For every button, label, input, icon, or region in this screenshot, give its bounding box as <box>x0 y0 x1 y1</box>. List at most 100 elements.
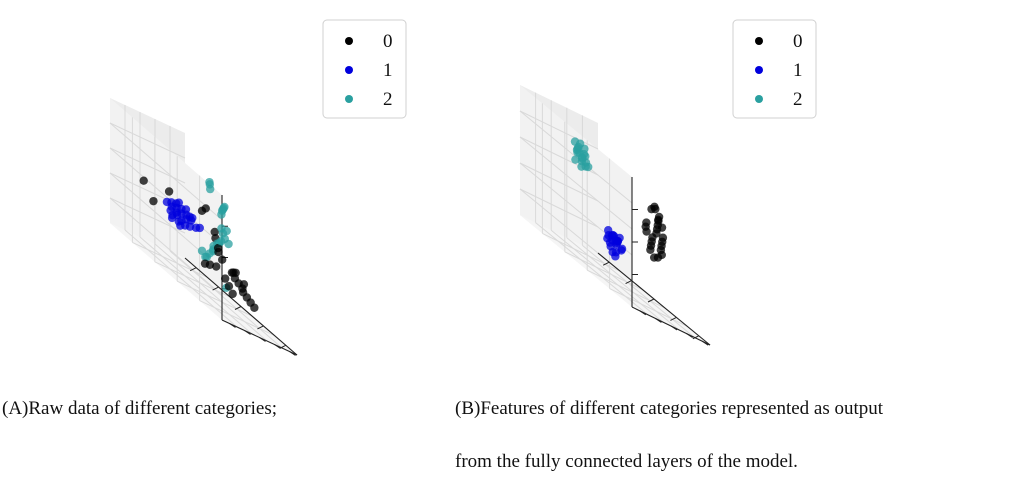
legend-label-0: 0 <box>383 31 393 52</box>
y-tick <box>686 333 693 339</box>
scatter-point-series-0 <box>642 227 651 236</box>
legend-marker-0 <box>755 37 763 45</box>
scatter-point-series-0 <box>139 176 148 185</box>
y-tick <box>244 330 251 335</box>
scatter-point-series-2 <box>206 184 215 194</box>
floor-grid-y <box>566 237 680 331</box>
caption-b-line-2: from the fully connected layers of the m… <box>455 451 798 472</box>
scatter-point-series-2 <box>571 155 580 164</box>
scatter-point-series-0 <box>652 229 661 238</box>
scatter-point-series-0 <box>239 280 249 289</box>
scatter-point-series-2 <box>580 144 589 153</box>
scatter-point-series-1 <box>615 233 624 243</box>
floor-grid-x <box>154 261 231 298</box>
y-tick <box>701 340 709 346</box>
y-tick <box>259 337 266 342</box>
x-tick <box>602 261 610 266</box>
scatter-point-series-1 <box>188 213 197 223</box>
floor-grid-y <box>154 243 268 342</box>
left-grid-z <box>519 162 599 202</box>
scatter-point-series-1 <box>195 223 204 233</box>
caption-a: (A)Raw data of different categories; <box>2 398 278 419</box>
floor-grid-x <box>564 251 644 291</box>
floor-grid-y <box>535 222 648 315</box>
scatter-point-series-0 <box>231 268 240 277</box>
x-tick <box>647 298 655 303</box>
scatter-point-series-0 <box>651 204 660 214</box>
pane-floor <box>110 223 297 355</box>
scatter-point-series-1 <box>617 246 626 255</box>
pane-floor <box>520 215 710 345</box>
scatter-point-series-2 <box>222 226 231 236</box>
scatter-point-series-0 <box>657 223 667 232</box>
floor-grid-y <box>124 229 238 328</box>
floor-grid-x <box>199 300 275 337</box>
scatter-point-series-2 <box>197 246 207 255</box>
legend: 0 1 2 <box>322 19 407 119</box>
legend-marker-2 <box>755 95 763 103</box>
floor-grid-x <box>542 232 621 272</box>
scatter-point-series-0 <box>654 212 664 222</box>
left-grid-z <box>519 188 599 228</box>
caption-b-line-1: (B)Features of different categories repr… <box>455 398 884 419</box>
scatter-point-series-0 <box>646 245 655 254</box>
scatter-point-series-0 <box>250 303 259 312</box>
scatter-point-series-0 <box>657 250 666 260</box>
legend-label-2: 2 <box>383 89 393 110</box>
legend-label-0: 0 <box>793 31 803 52</box>
legend-label-1: 1 <box>793 60 803 81</box>
legend-marker-1 <box>755 66 763 74</box>
left-grid-z <box>109 122 186 159</box>
floor-grid-x <box>176 280 253 317</box>
y-tick <box>639 310 647 316</box>
y-tick <box>289 351 296 356</box>
scatter3d-panel-b: 0 1 2 <box>519 19 817 346</box>
floor-grid-x <box>609 288 688 328</box>
left-grid-z <box>519 110 599 150</box>
floor-grid-y <box>550 229 664 323</box>
x-tick <box>670 316 677 321</box>
y-tick <box>229 323 236 328</box>
x-tick <box>212 286 219 291</box>
y-tick <box>670 325 678 331</box>
x-tick <box>692 335 700 340</box>
pane-back <box>110 98 222 320</box>
scatter-point-series-0 <box>205 260 215 269</box>
legend-marker-2 <box>345 95 353 103</box>
scatter-point-series-0 <box>149 196 158 206</box>
back-grid-z <box>519 136 633 230</box>
legend-box <box>732 19 817 119</box>
floor-grid-y <box>582 245 695 338</box>
scatter-point-series-2 <box>581 152 590 161</box>
x-tick <box>257 325 264 330</box>
scatter-point-series-0 <box>228 289 237 299</box>
scatter-point-series-2 <box>220 202 229 212</box>
legend-label-1: 1 <box>383 60 393 81</box>
scatter-point-series-0 <box>642 218 651 227</box>
scatter-point-series-0 <box>213 243 223 253</box>
floor-grid-x <box>586 269 666 309</box>
scatter-point-series-0 <box>164 187 174 196</box>
y-tick <box>274 344 281 349</box>
scatter-point-series-2 <box>224 239 233 249</box>
scatter-point-series-1 <box>174 198 184 207</box>
floor-grid-y <box>139 236 253 335</box>
back-grid-z <box>109 197 223 296</box>
legend-marker-0 <box>345 37 353 45</box>
legend-label-2: 2 <box>793 89 803 110</box>
scatter-point-series-0 <box>201 204 210 213</box>
legend-box <box>322 19 407 119</box>
scatter-point-series-0 <box>210 227 219 237</box>
scatter-point-series-0 <box>212 262 221 271</box>
x-tick <box>625 280 632 285</box>
back-grid-z <box>109 122 223 221</box>
scatter-point-series-0 <box>224 282 234 291</box>
x-tick <box>189 267 197 272</box>
scatter-point-series-0 <box>218 255 227 264</box>
scatter-point-series-0 <box>221 274 230 283</box>
legend: 0 1 2 <box>732 19 817 119</box>
scatter3d-panel-a: 0 1 2 <box>109 19 407 356</box>
y-tick <box>655 317 662 323</box>
scatter-point-series-2 <box>584 162 593 172</box>
scatter-point-series-1 <box>181 205 191 214</box>
